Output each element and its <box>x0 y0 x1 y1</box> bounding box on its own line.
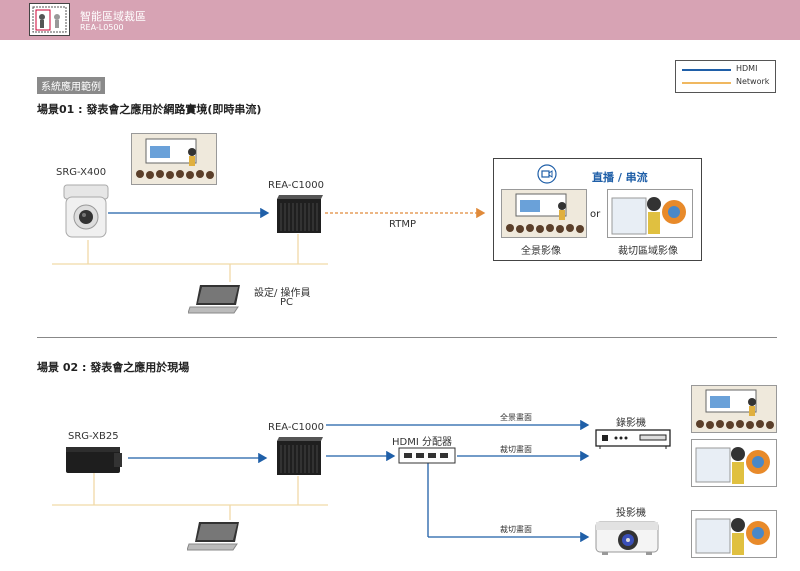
panorama-thumbnail <box>501 189 587 238</box>
scene2-device-label: REA-C1000 <box>268 422 324 433</box>
video-camera-icon <box>537 164 557 184</box>
ptz-camera-icon <box>63 184 109 238</box>
laptop-icon <box>188 285 240 314</box>
laptop-icon-2 <box>187 522 239 551</box>
splitter-label: HDMI 分配器 <box>392 437 452 448</box>
seminar-thumbnail <box>131 133 217 185</box>
legend-box: HDMI Network <box>675 60 776 93</box>
stream-title: 直播 / 串流 <box>592 171 648 184</box>
cropped-thumbnail <box>607 189 693 238</box>
stream-output-box <box>493 158 702 261</box>
feed-crop2-label: 裁切畫面 <box>500 525 532 534</box>
recorder-label: 錄影機 <box>616 418 646 429</box>
box-camera-icon <box>66 447 122 473</box>
header-bar: 智能區域裁區 REA-L0500 <box>0 0 800 40</box>
pc-label-line1: 設定/ 操作員 <box>254 288 311 299</box>
feed-full-label: 全景畫面 <box>500 413 532 422</box>
recorder-icon <box>595 429 671 449</box>
rea-box-icon <box>277 195 323 233</box>
header-title: 智能區域裁區 <box>80 10 146 23</box>
legend-hdmi: HDMI <box>736 64 758 73</box>
projector-icon <box>595 521 659 555</box>
legend-network: Network <box>736 77 770 86</box>
cropped-label: 裁切區域影像 <box>618 246 678 257</box>
feed-crop1-label: 裁切畫面 <box>500 445 532 454</box>
projector-label: 投影機 <box>616 508 646 519</box>
scene2-title: 場景 02 : 發表會之應用於現場 <box>37 361 190 374</box>
section-title: 系統應用範例 <box>37 77 105 94</box>
hdmi-splitter-icon <box>398 447 456 464</box>
product-logo-icon <box>29 3 70 36</box>
pc-label-line2: PC <box>280 297 294 308</box>
output-crop-thumbnail-2 <box>691 510 777 558</box>
scene1-title: 場景01 : 發表會之應用於網路實境(即時串流) <box>37 103 262 116</box>
output-panorama-thumbnail <box>691 385 777 433</box>
scene2-camera-label: SRG-XB25 <box>68 431 119 442</box>
rea-box-icon-2 <box>277 437 323 475</box>
protocol-label: RTMP <box>389 219 416 230</box>
scene-divider <box>37 337 777 338</box>
scene1-device-label: REA-C1000 <box>268 180 324 191</box>
scene1-camera-label: SRG-X400 <box>56 167 107 178</box>
header-subtitle: REA-L0500 <box>80 23 124 32</box>
output-crop-thumbnail-1 <box>691 439 777 487</box>
panorama-label: 全景影像 <box>521 246 561 257</box>
or-label: or <box>590 209 601 220</box>
